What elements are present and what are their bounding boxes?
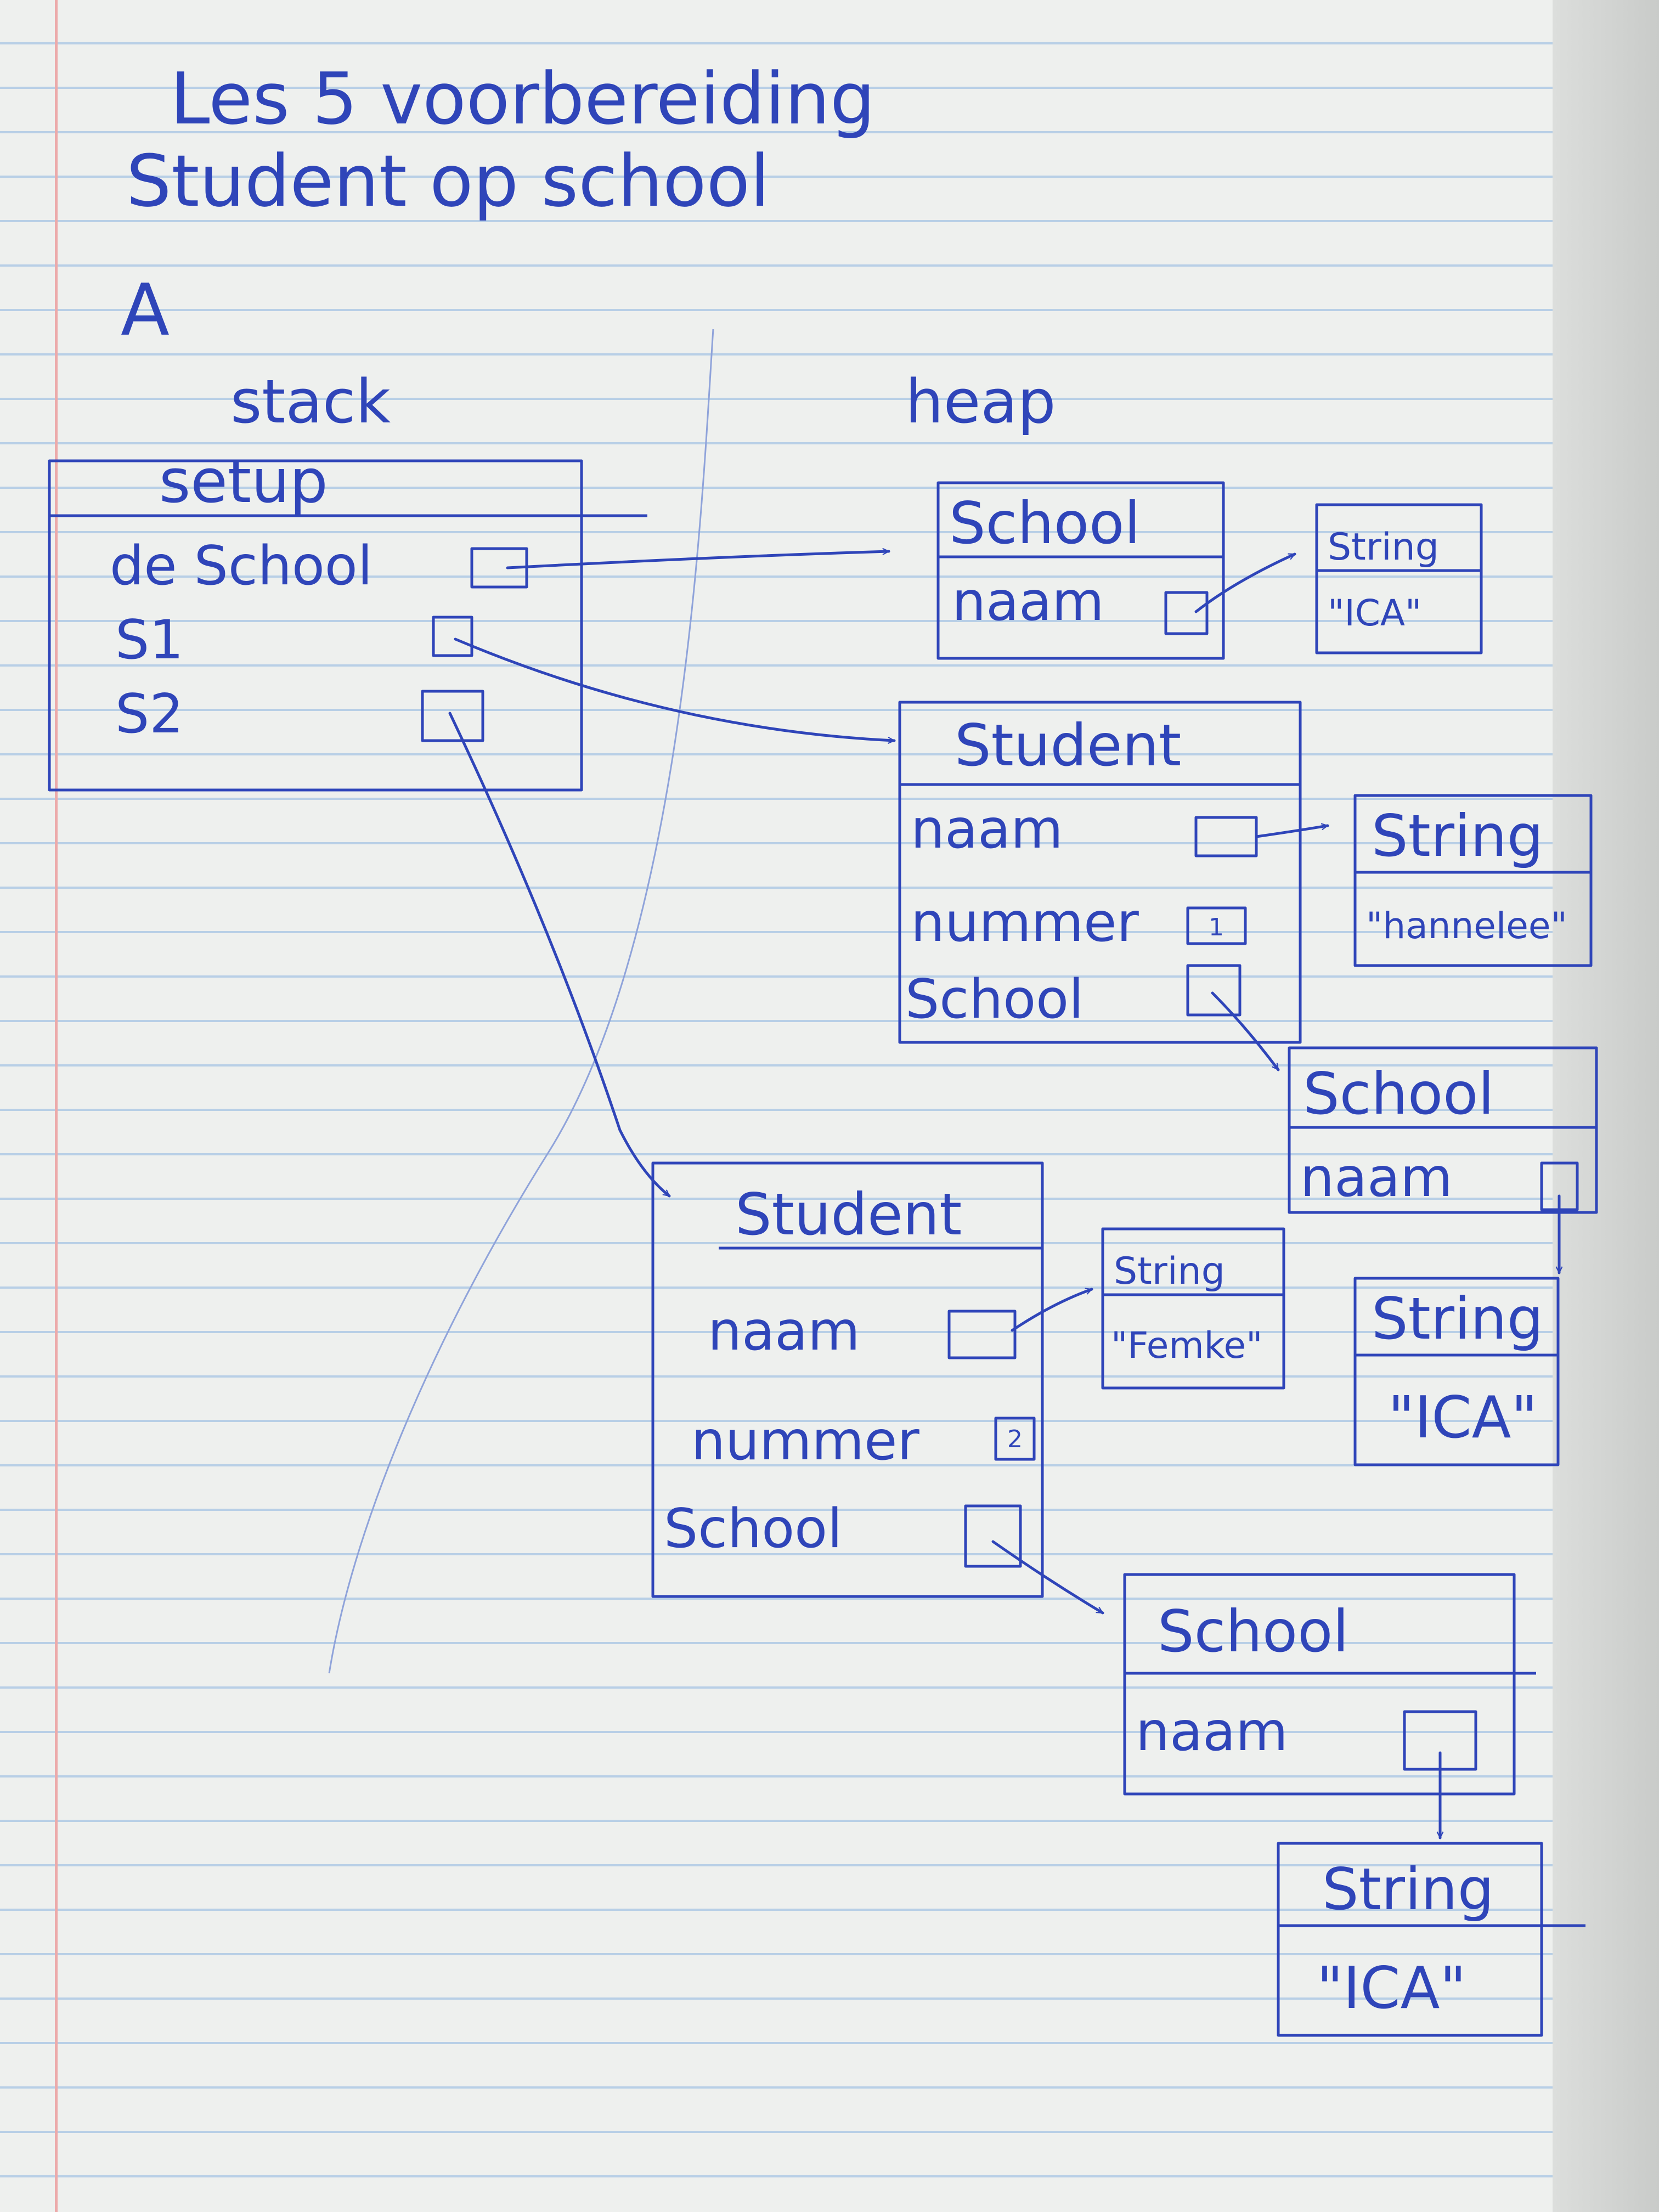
student-nummer-value: 1: [1209, 913, 1224, 941]
heap-string-object: String "ICA": [1353, 1277, 1560, 1466]
pointer-arrow: [1194, 552, 1296, 613]
string-value: "hannelee": [1366, 905, 1567, 947]
string-value: "ICA": [1317, 1955, 1466, 2022]
heap-school-object: School naam: [936, 481, 1225, 660]
stack-frame: setup de School S1 S2: [48, 446, 647, 792]
heap-string-object: String "Femke": [1101, 1227, 1285, 1390]
stack-var-s2: S2: [115, 683, 184, 746]
pointer-arrow: [506, 551, 890, 569]
stack-var-deschool: de School: [110, 535, 373, 597]
heap-school-object: School naam: [1288, 1046, 1598, 1214]
reference-box: [432, 616, 473, 657]
pointer-arrow: [448, 712, 671, 1198]
school-title: School: [1303, 1060, 1494, 1127]
pointer-arrow: [1211, 991, 1280, 1071]
heap-student-object: Student naam nummer School 1: [898, 701, 1302, 1044]
reference-box: [1186, 964, 1242, 1017]
school-title: School: [1158, 1598, 1349, 1665]
reference-box: [947, 1310, 1017, 1359]
page-subtitle: Student op school: [126, 139, 770, 223]
student-field-naam: naam: [708, 1300, 860, 1363]
student-field-school: School: [905, 968, 1084, 1031]
string-value: "ICA": [1388, 1384, 1538, 1451]
heap-label: heap: [905, 366, 1056, 437]
reference-box: [1164, 591, 1209, 635]
page-edge: [1553, 0, 1659, 2212]
reference-box: [421, 690, 484, 742]
pointer-arrow: [454, 637, 896, 741]
value-box: [1186, 906, 1247, 945]
string-title: String: [1114, 1250, 1225, 1293]
string-title: String: [1372, 1285, 1543, 1352]
school-field-naam: naam: [952, 571, 1104, 633]
reference-box: [964, 1504, 1022, 1568]
pointer-arrow: [1011, 1289, 1093, 1332]
pointer-arrow: [991, 1540, 1104, 1615]
heap-student-object: Student naam nummer School 2: [651, 1161, 1044, 1598]
value-box: [994, 1417, 1036, 1461]
student-field-naam: naam: [911, 798, 1063, 861]
student-field-nummer: nummer: [911, 891, 1139, 954]
string-title: String: [1322, 1856, 1494, 1923]
heap-string-object: String "ICA": [1277, 1842, 1585, 2037]
student-nummer-value: 2: [1007, 1425, 1023, 1453]
string-value: "ICA": [1328, 592, 1421, 634]
student-field-school: School: [664, 1498, 842, 1560]
faint-background-curve: [328, 329, 714, 1674]
stack-label: stack: [230, 366, 391, 437]
student-field-nummer: nummer: [691, 1410, 919, 1472]
heap-string-object: String "ICA": [1315, 503, 1483, 654]
student-title: Student: [955, 712, 1181, 779]
string-title: String: [1372, 803, 1543, 870]
string-value: "Femke": [1111, 1324, 1262, 1367]
section-letter: A: [121, 268, 170, 352]
heap-school-object: School naam: [1123, 1573, 1536, 1796]
school-field-naam: naam: [1300, 1147, 1453, 1209]
heap-string-object: String "hannelee": [1353, 794, 1593, 967]
school-title: School: [949, 490, 1141, 557]
string-title: String: [1328, 526, 1439, 569]
stack-frame-title: setup: [159, 446, 328, 516]
reference-box: [1194, 816, 1258, 857]
stack-var-s1: S1: [115, 609, 184, 672]
student-title: Student: [735, 1181, 962, 1248]
margin-line: [55, 0, 58, 2212]
page-title: Les 5 voorbereiding: [170, 57, 875, 140]
school-field-naam: naam: [1136, 1701, 1288, 1763]
pointer-arrow: [1255, 826, 1329, 838]
